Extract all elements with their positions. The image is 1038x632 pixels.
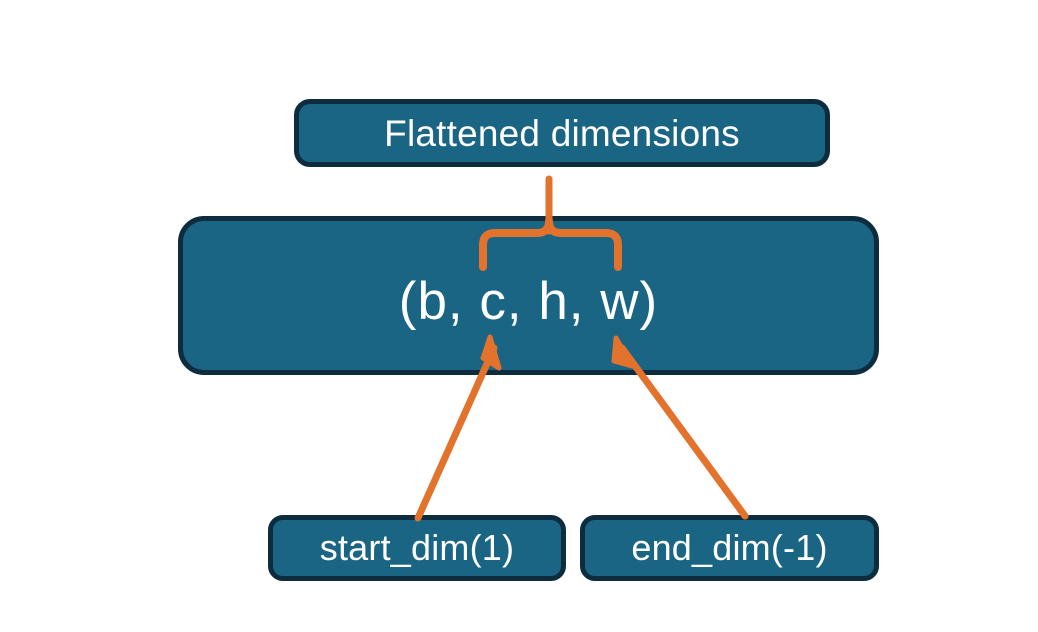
node-start-dim-label: start_dim(1) <box>319 527 515 568</box>
node-flattened-dimensions-label: Flattened dimensions <box>384 112 740 154</box>
node-start-dim[interactable]: start_dim(1) <box>268 515 566 581</box>
node-end-dim[interactable]: end_dim(-1) <box>580 515 879 581</box>
node-flattened-dimensions[interactable]: Flattened dimensions <box>294 99 830 167</box>
node-tensor-shape-label: (b, c, h, w) <box>398 272 659 331</box>
node-end-dim-label: end_dim(-1) <box>631 527 828 568</box>
node-tensor-shape[interactable]: (b, c, h, w) <box>178 216 879 375</box>
